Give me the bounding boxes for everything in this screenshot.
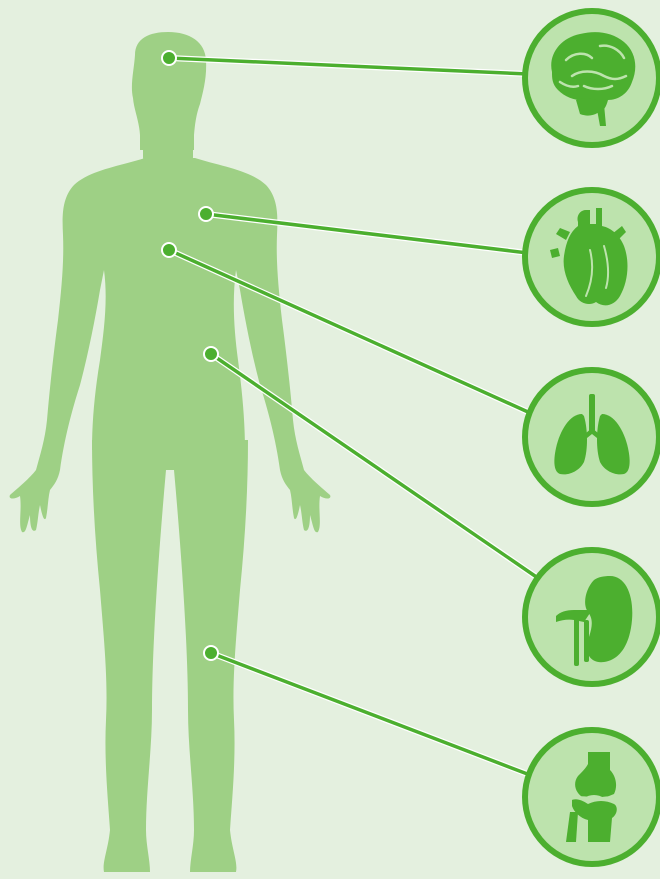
anchor-dot-lower-back <box>204 347 218 361</box>
callout-lungs <box>525 370 659 504</box>
callout-knee-joint <box>525 730 659 864</box>
anchor-dot-upper-chest <box>199 207 213 221</box>
anchor-dot-knee <box>204 646 218 660</box>
callout-heart <box>525 190 659 324</box>
anchor-dot-head <box>162 51 176 65</box>
anchor-dot-chest <box>162 243 176 257</box>
callout-brain <box>525 11 659 145</box>
callout-kidney <box>525 550 659 684</box>
